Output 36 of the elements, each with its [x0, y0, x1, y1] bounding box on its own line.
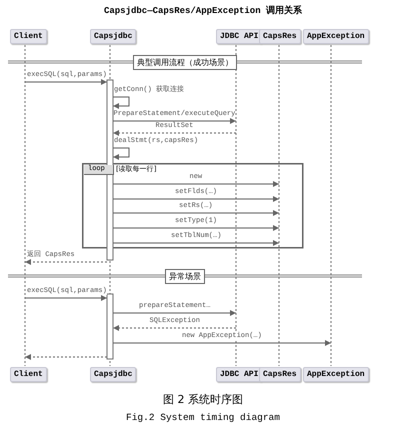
lifeline [278, 44, 280, 366]
message-arrow [112, 340, 332, 346]
participant-box: CapsRes [259, 29, 301, 44]
section-label: 典型调用流程（成功场景） [133, 54, 237, 70]
figure-caption: Fig.2 System timing diagram [125, 412, 281, 423]
participant-box: Client [10, 29, 47, 44]
message-arrow [24, 295, 108, 301]
lifeline [330, 44, 332, 366]
return-arrow [112, 325, 236, 331]
participant-box: Capsjdbc [90, 367, 136, 382]
message-arrow [112, 225, 280, 231]
message-arrow [112, 118, 236, 124]
return-arrow [24, 259, 108, 265]
message-arrow [112, 196, 280, 202]
message-arrow [112, 148, 130, 160]
figure-caption: 图 2 系统时序图 [162, 392, 244, 407]
lifeline [24, 44, 26, 366]
message-arrow [112, 310, 236, 316]
participant-box: Capsjdbc [90, 29, 136, 44]
participant-box: AppException [303, 367, 369, 382]
return-arrow [24, 354, 108, 360]
participant-box: JDBC API [216, 29, 262, 44]
participant-box: JDBC API [216, 367, 262, 382]
participant-box: CapsRes [259, 367, 301, 382]
participant-box: AppException [303, 29, 369, 44]
section-label: 异常场景 [165, 268, 205, 284]
activation-bar [106, 294, 114, 360]
return-arrow [112, 130, 236, 136]
message-arrow [112, 240, 280, 246]
activation-bar [106, 80, 114, 260]
message-arrow [112, 210, 280, 216]
diagram-title: Capsjdbc—CapsRes/AppException 调用关系 [102, 4, 304, 17]
participant-box: Client [10, 367, 47, 382]
message-arrow [112, 181, 280, 187]
message-arrow [112, 96, 130, 109]
message-arrow [24, 79, 108, 85]
